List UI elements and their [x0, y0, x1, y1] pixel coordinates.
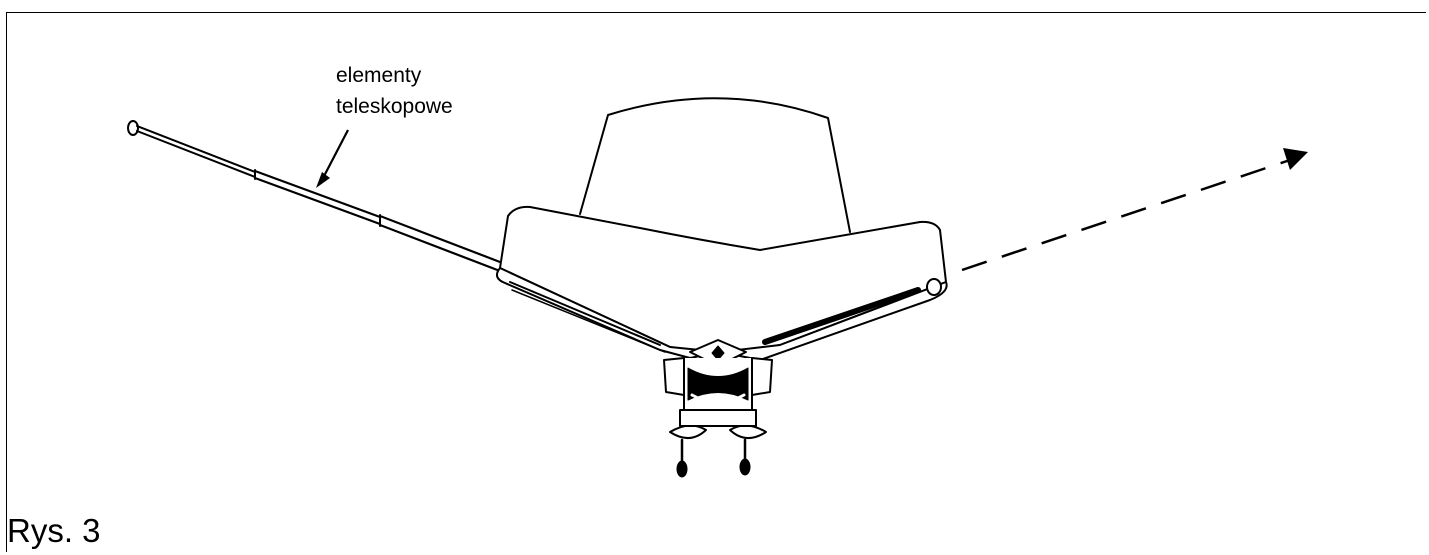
callout-line-1: elementy: [336, 64, 422, 87]
figure-frame: [6, 12, 1426, 552]
callout-arrow-icon: [316, 129, 349, 188]
mounting-clamp: [663, 357, 773, 478]
antenna-body: [495, 97, 948, 367]
callout-line-2: teleskopowe: [336, 95, 453, 118]
telescopic-rod: [127, 120, 502, 273]
callout-label: elementy teleskopowe: [336, 60, 453, 122]
rod-tip-icon: [127, 120, 139, 136]
figure-caption: Rys. 3: [7, 512, 101, 549]
dashed-arrow-icon: [961, 148, 1308, 272]
